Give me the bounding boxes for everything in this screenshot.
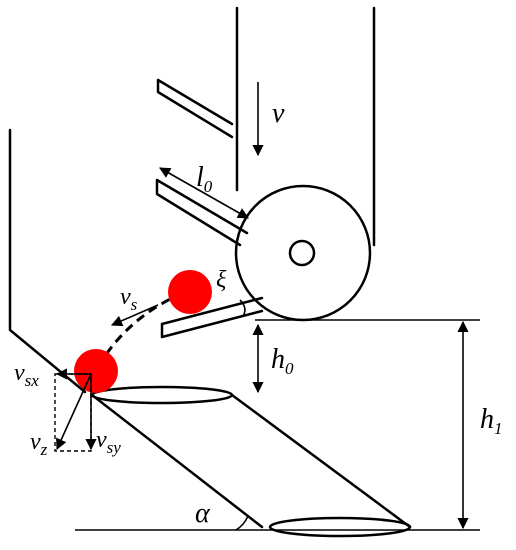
velocity-vz-arrow: [56, 373, 92, 451]
chute-right-side: [230, 393, 412, 529]
chute-left-side: [90, 393, 264, 529]
label-h1: h1: [480, 404, 503, 438]
label-l0: l0: [196, 162, 213, 196]
chute-top-opening: [90, 385, 234, 405]
roller-hub: [288, 239, 316, 267]
label-vs: vs: [120, 284, 138, 314]
l0-dimension-arrow: [159, 167, 249, 219]
particle-upper: [168, 270, 212, 314]
label-h0: h0: [271, 344, 294, 378]
angle-alpha-arc: [235, 515, 249, 531]
velocity-vs-arrow: [110, 304, 159, 327]
angle-xi-arc: [239, 299, 246, 317]
chute-bottom-opening: [268, 516, 412, 538]
upper-guide-plate: [156, 78, 234, 139]
discharge-plate: [160, 296, 264, 339]
label-v: v: [272, 98, 285, 129]
label-vsx: vsx: [14, 360, 39, 390]
label-xi: ξ: [216, 267, 227, 293]
particle-lower: [74, 349, 118, 393]
hopper-wall: [8, 128, 87, 394]
label-alpha: α: [195, 498, 211, 529]
label-vz: vz: [30, 429, 48, 459]
label-vsy: vsy: [96, 427, 121, 457]
